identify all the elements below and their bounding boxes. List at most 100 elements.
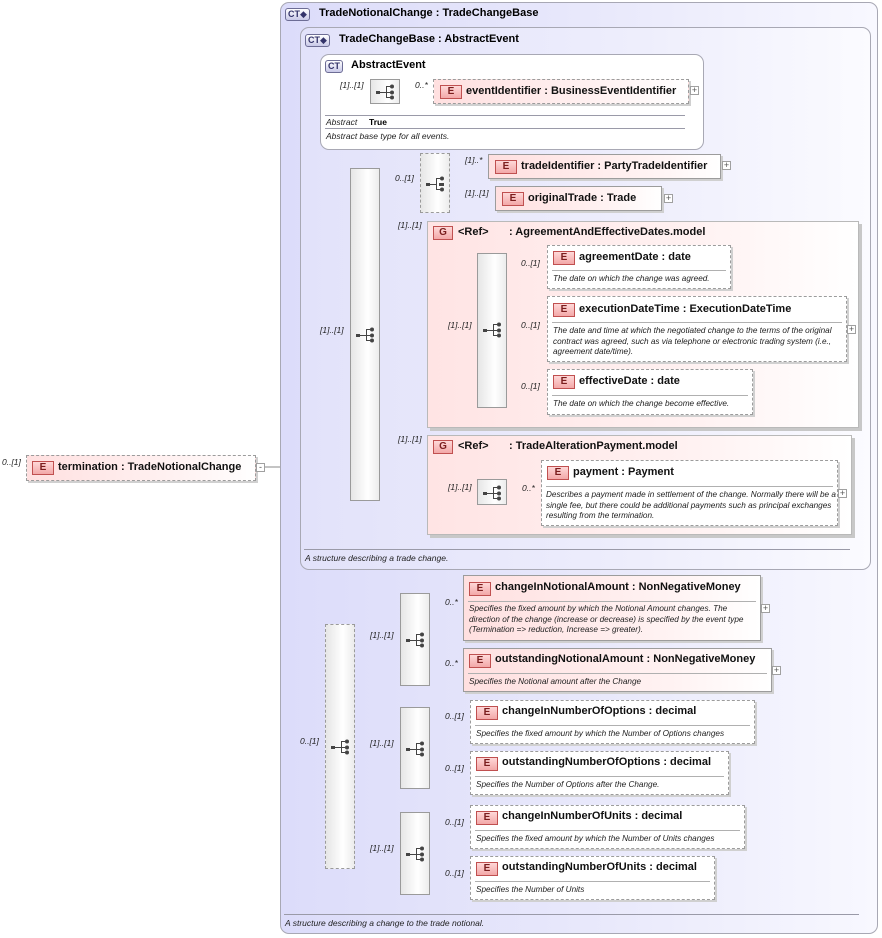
element-badge: E — [476, 757, 498, 771]
ct-divider — [325, 128, 685, 129]
expand-icon[interactable]: + — [772, 665, 781, 675]
sequence-compositor[interactable] — [350, 168, 380, 501]
sequence-compositor[interactable] — [325, 624, 355, 869]
group-ref: <Ref> — [458, 440, 489, 452]
cardinality: 0..* — [445, 597, 458, 607]
sequence-compositor[interactable] — [370, 79, 400, 104]
expand-icon[interactable]: + — [847, 324, 856, 334]
element-badge: E — [495, 160, 517, 174]
element-badge: E — [553, 303, 575, 317]
collapse-icon[interactable]: - — [256, 463, 265, 472]
element-outstanding-number-of-options[interactable]: E outstandingNumberOfOptions : decimal S… — [470, 751, 729, 795]
sequence-compositor[interactable] — [400, 707, 430, 789]
sequence-compositor[interactable] — [477, 253, 507, 408]
element-divider — [552, 270, 726, 271]
cardinality: [1]..[1] — [398, 220, 422, 230]
element-description: Specifies the Number of Units — [476, 885, 585, 894]
cardinality: [1]..[1] — [320, 325, 344, 335]
expand-icon[interactable]: + — [690, 85, 699, 95]
element-title: originalTrade : Trade — [528, 192, 637, 204]
element-title: outstandingNumberOfOptions : decimal — [502, 756, 712, 768]
element-event-identifier[interactable]: E eventIdentifier : BusinessEventIdentif… — [433, 79, 689, 104]
element-agreement-date[interactable]: E agreementDate : date The date on which… — [547, 245, 731, 289]
cardinality: [1]..[1] — [370, 630, 394, 640]
ct-title: AbstractEvent — [351, 59, 426, 71]
choice-compositor[interactable] — [420, 153, 450, 213]
choice-icon — [426, 176, 444, 192]
element-title: payment : Payment — [573, 466, 674, 478]
sequence-icon — [376, 84, 394, 100]
cardinality: 0..[1] — [521, 258, 540, 268]
element-change-in-notional-amount[interactable]: E changeInNotionalAmount : NonNegativeMo… — [463, 575, 761, 641]
cardinality: 0..[1] — [521, 320, 540, 330]
cardinality: [1]..[1] — [340, 80, 364, 90]
element-badge: E — [440, 85, 462, 99]
expand-icon[interactable]: + — [664, 193, 673, 203]
element-badge: E — [553, 375, 575, 389]
cardinality: 0..* — [415, 80, 428, 90]
cardinality: 0..[1] — [445, 868, 464, 878]
sequence-compositor[interactable] — [477, 479, 507, 505]
ct-badge: CT◆ — [285, 8, 310, 21]
element-badge: E — [476, 862, 498, 876]
group-title: : TradeAlterationPayment.model — [509, 440, 678, 452]
ct-divider — [325, 115, 685, 116]
cardinality: [1]..[1] — [448, 482, 472, 492]
element-trade-identifier[interactable]: E tradeIdentifier : PartyTradeIdentifier — [488, 154, 721, 179]
element-title: outstandingNotionalAmount : NonNegativeM… — [495, 653, 756, 665]
element-outstanding-number-of-units[interactable]: E outstandingNumberOfUnits : decimal Spe… — [470, 856, 715, 900]
element-divider — [475, 725, 750, 726]
expand-icon[interactable]: + — [838, 488, 847, 498]
ct-description: A structure describing a change to the t… — [285, 918, 485, 928]
sequence-icon — [356, 327, 374, 343]
cardinality: 0..[1] — [395, 173, 414, 183]
element-title: changeInNumberOfUnits : decimal — [502, 810, 683, 822]
cardinality: [1]..[1] — [370, 738, 394, 748]
element-description: Specifies the Number of Options after th… — [476, 780, 660, 789]
sequence-icon — [331, 739, 349, 755]
element-divider — [552, 322, 842, 323]
element-badge: E — [476, 706, 498, 720]
cardinality: [1]..[1] — [398, 434, 422, 444]
sequence-icon — [483, 485, 501, 501]
sequence-icon — [483, 322, 501, 338]
element-change-in-number-of-units[interactable]: E changeInNumberOfUnits : decimal Specif… — [470, 805, 745, 849]
element-title: executionDateTime : ExecutionDateTime — [579, 303, 792, 315]
cardinality: 0..* — [445, 658, 458, 668]
sequence-compositor[interactable] — [400, 812, 430, 895]
element-title: termination : TradeNotionalChange — [58, 461, 242, 473]
expand-icon[interactable]: + — [761, 603, 770, 613]
cardinality: [1]..[1] — [370, 843, 394, 853]
element-badge: E — [32, 461, 54, 475]
element-original-trade[interactable]: E originalTrade : Trade — [495, 186, 662, 211]
abstract-prop-value: True — [369, 117, 387, 127]
ct-title: TradeChangeBase : AbstractEvent — [339, 33, 519, 45]
element-description: Describes a payment made in settlement o… — [546, 490, 836, 520]
element-divider — [546, 486, 833, 487]
element-termination[interactable]: E termination : TradeNotionalChange — [26, 455, 256, 481]
element-divider — [475, 830, 740, 831]
cardinality: 0..[1] — [300, 736, 319, 746]
abstract-prop-label: Abstract — [326, 117, 358, 127]
cardinality: 0..* — [522, 483, 535, 493]
expand-icon[interactable]: + — [722, 160, 731, 170]
element-payment[interactable]: E payment : Payment Describes a payment … — [541, 460, 838, 526]
group-ref: <Ref> — [458, 226, 489, 238]
element-badge: E — [469, 582, 491, 596]
element-description: The date and time at which the negotiate… — [553, 326, 832, 356]
ct-divider — [304, 549, 850, 550]
element-effective-date[interactable]: E effectiveDate : date The date on which… — [547, 369, 753, 415]
element-description: Specifies the fixed amount by which the … — [476, 834, 715, 843]
element-description: Specifies the fixed amount by which the … — [469, 604, 744, 634]
cardinality: 0..[1] — [521, 381, 540, 391]
root-cardinality: 0..[1] — [2, 457, 21, 467]
group-title: : AgreementAndEffectiveDates.model — [509, 226, 706, 238]
element-outstanding-notional-amount[interactable]: E outstandingNotionalAmount : NonNegativ… — [463, 648, 772, 692]
cardinality: [1]..[1] — [448, 320, 472, 330]
element-title: effectiveDate : date — [579, 375, 680, 387]
element-execution-date-time[interactable]: E executionDateTime : ExecutionDateTime … — [547, 296, 847, 362]
sequence-compositor[interactable] — [400, 593, 430, 686]
element-title: changeInNotionalAmount : NonNegativeMone… — [495, 581, 741, 593]
cardinality: 0..[1] — [445, 763, 464, 773]
element-change-in-number-of-options[interactable]: E changeInNumberOfOptions : decimal Spec… — [470, 700, 755, 744]
